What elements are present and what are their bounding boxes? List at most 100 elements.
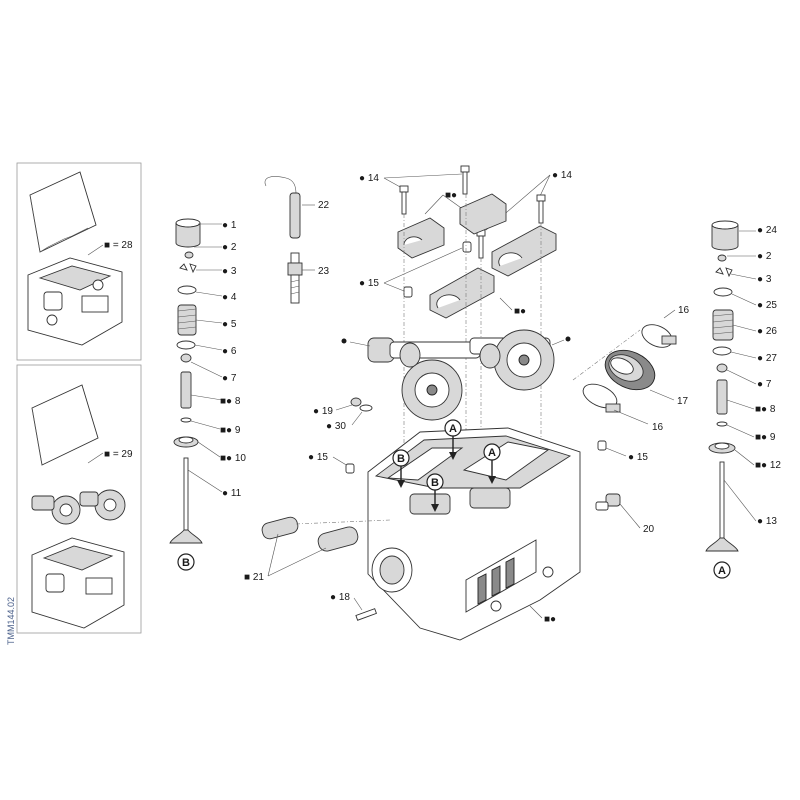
letter-a-marker — [713, 561, 731, 579]
stud-icon — [355, 608, 377, 621]
callout-15c: ● 15 — [628, 452, 648, 463]
letter-a-text: A — [718, 565, 726, 577]
intake-manifold-boot-icon — [604, 349, 656, 391]
callout-21: ■ 21 — [244, 572, 264, 583]
callout-26: ● 26 — [757, 326, 777, 337]
letter-b-text: B — [182, 557, 190, 569]
callout-12: ■● 12 — [755, 460, 781, 471]
intake-guides-icon — [261, 516, 391, 552]
intake-valve-icon — [705, 461, 739, 552]
callout-2: ● 2 — [222, 242, 237, 253]
callout-10: ■● 10 — [220, 453, 246, 464]
dowel-pin-icon-4 — [597, 440, 607, 451]
callout-5: ● 5 — [222, 319, 237, 330]
kit-box-camshaft: ■ = 29 — [16, 364, 142, 634]
callout-14a: ● 14 — [359, 173, 379, 184]
shim-icon-right — [717, 254, 727, 262]
spark-plug-icon — [287, 252, 315, 304]
callout-9: ■● 9 — [220, 425, 241, 436]
callout-16b: 16 — [652, 422, 664, 433]
cylinder-head-thumbnail — [27, 257, 123, 346]
valve-spring-icon — [177, 304, 197, 336]
valve-seal-icon-right — [716, 363, 728, 373]
callout-16a: 16 — [678, 305, 690, 316]
hose-clamp-icon-1 — [641, 324, 677, 348]
valve-keeper-icon-right — [715, 267, 733, 278]
cam-cap-icon-2 — [459, 193, 507, 235]
cylinder-head-thumbnail-2 — [31, 537, 125, 629]
callout-7-right: ● 7 — [757, 379, 772, 390]
callout-20: 20 — [643, 524, 655, 535]
callout-2-right: ● 2 — [757, 251, 772, 262]
spring-seat-icon-right — [712, 346, 732, 356]
cam-cap-bolt-icon-2 — [460, 165, 470, 195]
square-dot-marker-3: ■● — [544, 614, 556, 625]
cam-cap-icon-4 — [491, 225, 557, 277]
marker-a-2: A — [483, 443, 501, 484]
cam-cap-bolt-icon-4 — [476, 229, 486, 259]
valve-keeper-icon — [179, 263, 197, 274]
temperature-sensor-icon — [595, 493, 621, 511]
spring-seat-icon — [176, 340, 196, 350]
gasket-sheet-icon — [29, 171, 97, 253]
shim-icon — [184, 251, 194, 259]
valve-guide-icon — [180, 371, 192, 409]
dowel-pin-icon-2 — [462, 241, 472, 253]
callout-22: 22 — [318, 200, 330, 211]
cam-cap-icon-3 — [429, 267, 495, 319]
marker-a-2-text: A — [488, 447, 496, 459]
cam-cap-bolt-icon-3 — [536, 194, 546, 224]
spark-plug-cap-icon — [264, 176, 315, 239]
valve-seat-insert-icon — [173, 436, 199, 448]
callout-13: ● 13 — [757, 516, 777, 527]
valve-guide-icon-right — [716, 379, 728, 415]
valve-spring-icon-right — [712, 309, 734, 341]
callout-9-right: ■● 9 — [755, 432, 776, 443]
circlip-icon — [180, 417, 192, 423]
camshaft-gears-thumbnail — [31, 489, 126, 525]
callout-25: ● 25 — [757, 300, 777, 311]
square-dot-marker-1: ■● — [445, 190, 457, 201]
callout-18: ● 18 — [330, 592, 350, 603]
callout-3-right: ● 3 — [757, 274, 772, 285]
marker-a-1: A — [444, 419, 462, 460]
diagram-code: TMM144.02 — [6, 597, 16, 645]
cam-cap-icon-1 — [397, 217, 445, 259]
callout-1: ● 1 — [222, 220, 237, 231]
callout-8-right: ■● 8 — [755, 404, 776, 415]
callout-17: 17 — [677, 396, 689, 407]
circlip-icon-right — [716, 421, 728, 427]
right-valve-stack: A — [705, 220, 757, 579]
dowel-pin-icon-1 — [403, 286, 413, 298]
marker-b-1: B — [392, 449, 410, 488]
square-dot-marker-2: ■● — [514, 306, 526, 317]
marker-b-1-text: B — [397, 453, 405, 465]
callout-11: ● 11 — [222, 488, 242, 499]
callout-27: ● 27 — [757, 353, 777, 364]
exhaust-valve-icon — [169, 457, 203, 544]
cam-cap-bolt-icon-1 — [399, 185, 409, 215]
callout-3: ● 3 — [222, 266, 237, 277]
kit-box-2-label: ■ = 29 — [104, 449, 133, 460]
exhaust-camshaft-icon — [367, 337, 481, 421]
callout-15a: ● 15 — [359, 278, 379, 289]
cylinder-head-block — [367, 427, 581, 641]
spring-retainer-icon — [177, 285, 197, 295]
spring-retainer-icon-right — [713, 287, 733, 297]
callout-19: ● 19 — [313, 406, 333, 417]
valve-seal-icon — [180, 353, 192, 363]
marker-b-2-text: B — [431, 477, 439, 489]
gasket-sheet-icon-2 — [31, 384, 99, 466]
callout-23: 23 — [318, 266, 330, 277]
marker-b-2: B — [426, 473, 444, 512]
callout-8: ■● 8 — [220, 396, 241, 407]
callout-6: ● 6 — [222, 346, 237, 357]
kit-box-1-label: ■ = 28 — [104, 240, 133, 251]
callout-14b: ● 14 — [552, 170, 572, 181]
dowel-pin-icon-3 — [345, 463, 355, 474]
intake-camshaft-icon — [469, 329, 555, 391]
callout-24: ● 24 — [757, 225, 777, 236]
callout-30: ● 30 — [326, 421, 346, 432]
tappet-bucket-icon-right — [711, 220, 739, 251]
valve-seat-insert-icon-right — [708, 442, 736, 454]
